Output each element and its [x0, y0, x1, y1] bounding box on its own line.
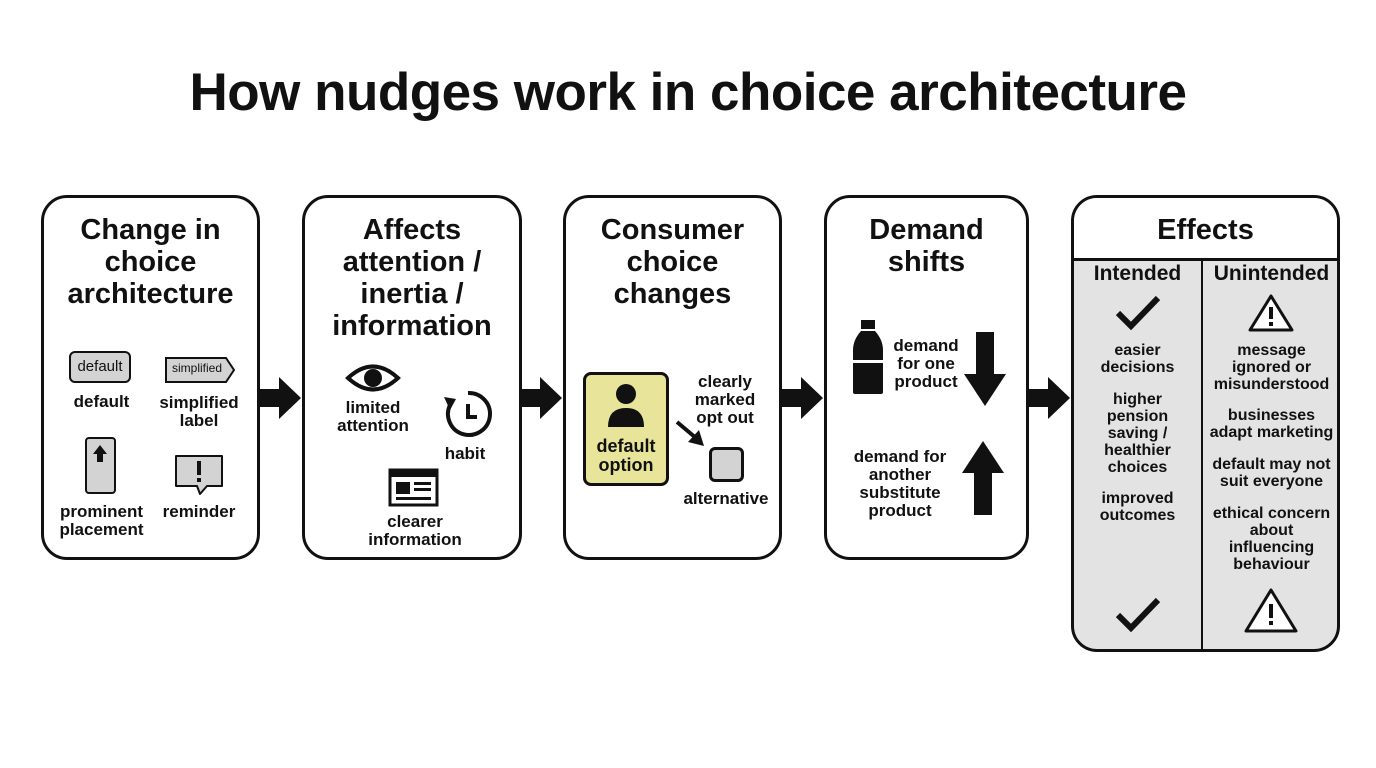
simplified-tag-text: simplified — [171, 361, 222, 375]
step-title: Demand shifts — [869, 214, 984, 278]
prominent-placement-icon — [85, 437, 116, 494]
step-change-in-choice-architecture: Change in choice architecture default de… — [41, 195, 260, 560]
clearly-marked-opt-out-label: clearly marked opt out — [694, 372, 756, 427]
default-option-card: default option — [583, 372, 669, 486]
effects-panel: Effects Intended easier decisions higher… — [1071, 195, 1340, 652]
intended-header: Intended — [1093, 262, 1182, 285]
default-label: default — [73, 392, 130, 411]
bottle-icon — [853, 320, 883, 394]
clearer-information-label: clearer information — [368, 512, 462, 549]
document-icon — [388, 468, 439, 507]
simplified-label-icon — [165, 357, 236, 383]
person-icon — [608, 384, 644, 427]
effects-column-divider — [1201, 258, 1203, 649]
step-title: Affects attention / inertia / informatio… — [332, 214, 492, 342]
effects-header: Effects — [1074, 198, 1337, 261]
unintended-item: businesses adapt marketing — [1209, 407, 1334, 441]
arrow-up-icon — [962, 441, 1004, 515]
check-icon — [1115, 597, 1161, 633]
intended-item: easier decisions — [1100, 342, 1175, 376]
eye-icon — [345, 364, 401, 392]
demand-for-one-product-label: demand for one product — [893, 336, 959, 391]
prominent-placement-label: prominent placement — [59, 502, 144, 539]
step-demand-shifts: Demand shifts demand for one product dem… — [824, 195, 1029, 560]
intended-item: improved outcomes — [1099, 490, 1176, 524]
intended-item: higher pension saving / healthier choice… — [1104, 391, 1171, 476]
habit-label: habit — [444, 444, 486, 463]
check-icon — [1115, 295, 1161, 331]
reminder-label: reminder — [162, 502, 236, 521]
reminder-icon — [175, 455, 223, 495]
demand-for-another-substitute-product-label: demand for another substitute product — [853, 447, 947, 520]
flow-arrow-2 — [520, 377, 562, 419]
arrow-down-right-icon — [675, 420, 704, 446]
alternative-option-box — [709, 447, 744, 482]
default-option-label: default option — [596, 436, 656, 475]
diagram-title: How nudges work in choice architecture — [189, 63, 1187, 122]
simplified-label-text: simplified label — [159, 393, 239, 430]
clock-arrow-icon — [444, 390, 492, 437]
step-title: Change in choice architecture — [67, 214, 234, 310]
limited-attention-label: limited attention — [337, 398, 409, 435]
effects-title: Effects — [1157, 214, 1254, 246]
flow-arrow-1 — [259, 377, 301, 419]
unintended-item: message ignored or misunderstood — [1213, 342, 1330, 393]
flow-arrow-3 — [781, 377, 823, 419]
step-consumer-choice-changes: Consumer choice changes default option c… — [563, 195, 782, 560]
warning-icon — [1248, 294, 1294, 332]
default-tag-icon: default — [69, 351, 131, 383]
alternative-label: alternative — [683, 489, 769, 508]
arrow-down-icon — [964, 332, 1006, 406]
step-affects-attention: Affects attention / inertia / informatio… — [302, 195, 522, 560]
warning-icon — [1244, 588, 1298, 633]
step-title: Consumer choice changes — [600, 214, 745, 310]
unintended-item: ethical concern about influencing behavi… — [1212, 505, 1331, 573]
flow-arrow-4 — [1028, 377, 1070, 419]
unintended-item: default may not suit everyone — [1212, 456, 1331, 490]
unintended-header: Unintended — [1213, 262, 1330, 285]
